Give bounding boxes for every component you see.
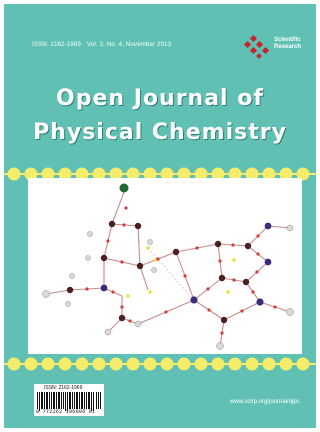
journal-title-line1: Open Journal of xyxy=(56,86,264,111)
dot-band-bottom xyxy=(4,357,316,371)
publisher-name: Scientific Research xyxy=(274,37,301,51)
journal-cover: ISSN: 2162-1969 Vol. 3, No. 4, November … xyxy=(4,4,316,428)
journal-url[interactable]: www.scirp.org/journal/ojpc xyxy=(230,399,300,405)
cover-figure xyxy=(28,178,302,354)
scientific-research-logo xyxy=(243,34,270,59)
molecule-illustration xyxy=(42,183,294,350)
publisher-name-line2: Research xyxy=(274,44,302,50)
barcode-bars xyxy=(37,392,101,411)
publisher-name-line1: Scientific xyxy=(274,37,301,43)
barcode-digits: 9 772162 196006 01 xyxy=(36,409,96,415)
journal-title-line2: Physical Chemistry xyxy=(33,120,287,145)
journal-title: Open Journal of Physical Chemistry xyxy=(4,82,316,150)
issn-volume-line: ISSN: 2162-1969 Vol. 3, No. 4, November … xyxy=(32,42,171,48)
dot-band-top xyxy=(4,167,316,181)
volume-info-text: Vol. 3, No. 4, November 2013 xyxy=(86,42,172,48)
barcode-issn: ISSN: 2162-1969 xyxy=(44,385,83,391)
barcode: ISSN: 2162-1969 9 772162 196006 01 xyxy=(34,384,104,416)
issn-text: ISSN: 2162-1969 xyxy=(32,42,82,48)
